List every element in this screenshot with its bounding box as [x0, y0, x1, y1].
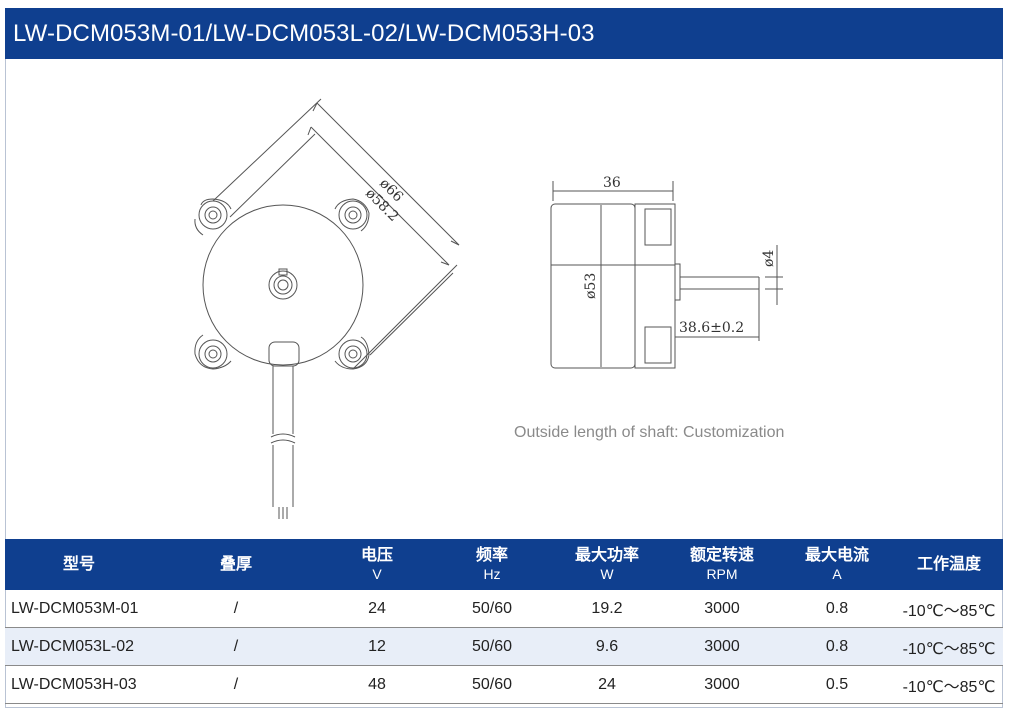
cell-rated-speed: 3000	[665, 665, 779, 704]
side-view	[550, 181, 783, 369]
cell-max-current: 0.5	[779, 665, 895, 704]
cell-voltage: 24	[319, 590, 435, 628]
cell-max-power: 9.6	[549, 627, 665, 666]
cell-max-power: 24	[549, 665, 665, 704]
front-view	[194, 98, 460, 519]
cell-rated-speed: 3000	[665, 627, 779, 666]
cell-model: LW-DCM053M-01	[5, 590, 153, 628]
dim-shaft-label: ø4	[761, 250, 777, 267]
cell-stack: /	[153, 665, 319, 704]
cell-frequency: 50/60	[435, 665, 549, 704]
page-title: LW-DCM053M-01/LW-DCM053L-02/LW-DCM053H-0…	[5, 8, 1003, 59]
cell-frequency: 50/60	[435, 627, 549, 666]
motor-drawing: ø66 ø58.2 36 ø53 ø4 38.6±0.2	[194, 98, 783, 519]
cell-voltage: 12	[319, 627, 435, 666]
table-row: LW-DCM053M-01 / 24 50/60 19.2 3000 0.8 -…	[5, 590, 1003, 628]
cell-max-current: 0.8	[779, 627, 895, 666]
cell-operating-temp: -10℃～85℃	[895, 665, 1003, 704]
table-row: LW-DCM053L-02 / 12 50/60 9.6 3000 0.8 -1…	[5, 627, 1003, 666]
header-stack: 叠厚	[153, 539, 319, 590]
table-row: LW-DCM053H-03 / 48 50/60 24 3000 0.5 -10…	[5, 665, 1003, 704]
cell-rated-speed: 3000	[665, 590, 779, 628]
cell-operating-temp: -10℃～85℃	[895, 627, 1003, 666]
header-operating-temp: 工作温度	[895, 539, 1003, 590]
cell-frequency: 50/60	[435, 590, 549, 628]
cell-model: LW-DCM053H-03	[5, 665, 153, 704]
dim-shaft-length-label: 38.6±0.2	[679, 320, 744, 336]
dim-diameter-label: ø53	[583, 273, 599, 299]
cell-operating-temp: -10℃～85℃	[895, 590, 1003, 628]
cell-voltage: 48	[319, 665, 435, 704]
cell-max-current: 0.8	[779, 590, 895, 628]
cell-stack: /	[153, 590, 319, 628]
cell-model: LW-DCM053L-02	[5, 627, 153, 666]
cell-max-power: 19.2	[549, 590, 665, 628]
cell-stack: /	[153, 627, 319, 666]
dim-length-label: 36	[603, 175, 621, 191]
shaft-note: Outside length of shaft: Customization	[514, 424, 785, 441]
header-model: 型号	[5, 539, 153, 590]
